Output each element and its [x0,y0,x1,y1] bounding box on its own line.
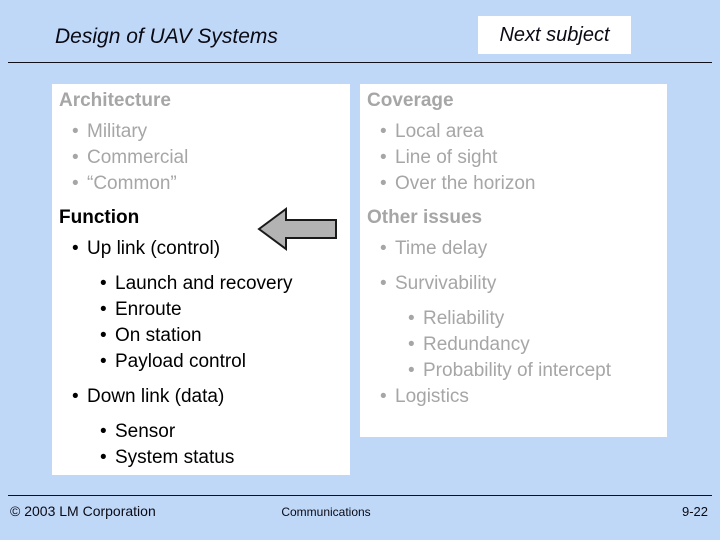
page-number: 9-22 [681,504,708,519]
outline-item-label: Reliability [423,308,505,329]
outline-item: • Over the horizon [360,171,667,197]
outline-item: • Enroute [52,297,350,323]
outline-item-label: Payload control [115,351,246,372]
outline-item-label: Enroute [115,299,182,320]
outline-item-label: Up link (control) [87,238,221,259]
bullet-icon: • [100,299,107,320]
bullet-icon: • [380,238,387,259]
outline-item: • Sensor [52,419,350,445]
pointer-arrow [257,206,339,252]
section-heading-label: Architecture [59,90,171,111]
outline-item: • Military [52,119,350,145]
bullet-icon: • [100,447,107,468]
bullet-icon: • [72,173,79,194]
outline-item-label: Commercial [87,147,189,168]
bullet-icon: • [380,273,387,294]
outline-item: • Commercial [52,145,350,171]
bullet-icon: • [380,121,387,142]
section-heading-label: Other issues [367,207,483,228]
outline-item-label: Survivability [395,273,497,294]
footer-copyright: © 2003 LM Corporation [10,503,156,519]
outline-item-label: Time delay [395,238,488,259]
section-heading: Coverage [360,89,667,113]
section-heading-label: Coverage [367,90,454,111]
outline-item-label: Down link (data) [87,386,225,407]
bullet-icon: • [100,421,107,442]
outline-item: • Launch and recovery [52,271,350,297]
bullet-icon: • [408,308,415,329]
bullet-icon: • [100,351,107,372]
bullet-icon: • [408,360,415,381]
outline-item-label: Redundancy [423,334,530,355]
outline-item-label: Local area [395,121,484,142]
outline-item: • Time delay [360,236,667,262]
outline-item-label: Probability of intercept [423,360,611,381]
coverage-issues-panel: Coverage • Local area • Line of sight • Over t… [360,84,667,437]
bullet-icon: • [72,238,79,259]
section-heading: Function [52,206,350,230]
outline-item: • Up link (control) [52,236,350,262]
outline-item: • On station [52,323,350,349]
outline-item: • Reliability [360,306,667,332]
outline-item-label: Logistics [395,386,469,407]
left-block-arrow-icon [257,207,337,251]
bullet-icon: • [72,147,79,168]
bullet-icon: • [72,386,79,407]
outline-item: • Payload control [52,349,350,375]
outline-item-label: On station [115,325,202,346]
outline-item: • “Common” [52,171,350,197]
outline-item: • Logistics [360,384,667,410]
bullet-icon: • [100,273,107,294]
footer-section-label: Communications [281,505,371,519]
outline-item: • Line of sight [360,145,667,171]
section-heading: Other issues [360,206,667,230]
outline-item-label: Over the horizon [395,173,536,194]
outline-item: • Local area [360,119,667,145]
footer-divider [8,495,712,496]
slide-title: Design of UAV Systems [55,25,278,48]
architecture-function-panel: Architecture • Military • Commercial • “Common… [52,84,350,475]
outline-item: • Redundancy [360,332,667,358]
outline-item-label: “Common” [87,173,177,194]
section-heading: Architecture [52,89,350,113]
outline-item-label: Launch and recovery [115,273,293,294]
section-heading-label: Function [59,207,140,228]
next-subject-button[interactable]: Next subject [478,16,631,54]
bullet-icon: • [380,386,387,407]
outline-item-label: Military [87,121,148,142]
bullet-icon: • [100,325,107,346]
outline-item-label: System status [115,447,235,468]
outline-item: • Survivability [360,271,667,297]
bullet-icon: • [380,173,387,194]
header-divider [8,62,712,63]
bullet-icon: • [380,147,387,168]
outline-item: • Probability of intercept [360,358,667,384]
outline-item: • Down link (data) [52,384,350,410]
outline-item-label: Sensor [115,421,176,442]
outline-item: • System status [52,445,350,471]
bullet-icon: • [408,334,415,355]
outline-item-label: Line of sight [395,147,498,168]
bullet-icon: • [72,121,79,142]
